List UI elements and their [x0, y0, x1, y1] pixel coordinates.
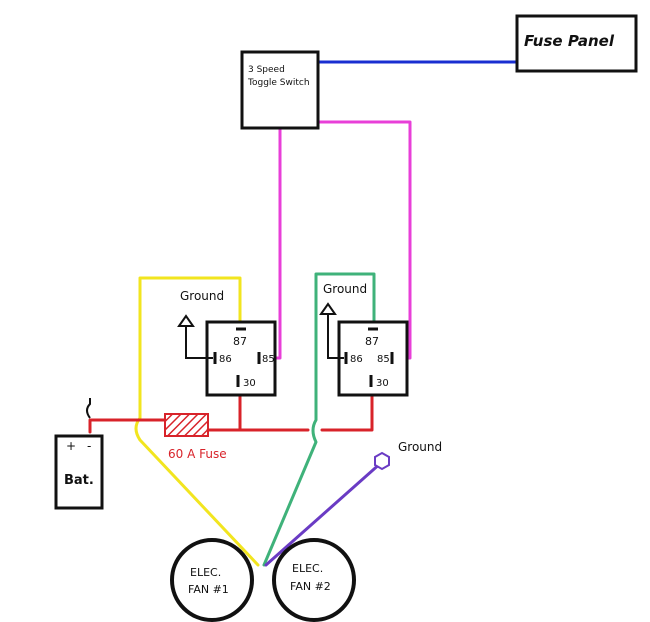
fuse-label: 60 A Fuse [168, 447, 227, 461]
fan-ground-terminal-icon [374, 451, 390, 471]
fan-2: ELEC. FAN #2 [272, 538, 356, 622]
fan-2-circle [272, 538, 356, 622]
relay-right: 87 86 85 30 Ground [319, 282, 409, 397]
relay-left-87-label: 87 [233, 335, 247, 348]
fan-2-line1: ELEC. [292, 562, 323, 575]
relay-right-ground-label: Ground [323, 282, 367, 296]
relay-right-86-label: 86 [350, 354, 363, 365]
relay-right-85-label: 85 [377, 354, 390, 365]
relay-left-ground-arrow-icon [177, 314, 195, 327]
battery-box [54, 434, 104, 510]
relay-left-ground-label: Ground [180, 289, 224, 303]
fuse-panel: Fuse Panel [515, 14, 638, 73]
battery-minus: - [87, 439, 91, 453]
wire-red-battery-feed [88, 418, 167, 434]
wire-yellow-left-relay-to-fan1 [134, 276, 260, 567]
wire-purple-fan-ground [264, 460, 384, 567]
toggle-switch-line1: 3 Speed [248, 65, 285, 75]
wire-red-fuse-to-relays [206, 393, 374, 432]
relay-right-ground-arrow-icon [319, 302, 337, 315]
fan-2-line2: FAN #2 [290, 580, 331, 593]
fuse-60a: 60 A Fuse [164, 413, 227, 461]
relay-left: 87 86 85 30 Ground [177, 289, 277, 397]
fuse-body [164, 413, 209, 437]
battery-label: Bat. [64, 473, 94, 488]
fuse-panel-box [515, 14, 638, 73]
relay-right-ground-wire [327, 312, 344, 359]
relay-left-ground-wire [185, 324, 213, 359]
battery: + - Bat. [54, 398, 104, 510]
relay-right-87-label: 87 [365, 335, 379, 348]
fan-1-line1: ELEC. [190, 566, 221, 579]
fuse-panel-label: Fuse Panel [524, 32, 615, 50]
fan-ground: Ground [374, 440, 442, 471]
battery-plus: + [66, 439, 76, 453]
wire-green-right-relay-to-fan2 [262, 272, 376, 567]
relay-left-86-label: 86 [219, 354, 232, 365]
fan-ground-label: Ground [398, 440, 442, 454]
toggle-switch-line2: Toggle Switch [247, 78, 310, 88]
fan-1-line2: FAN #1 [188, 583, 229, 596]
toggle-switch: 3 Speed Toggle Switch [240, 50, 320, 130]
toggle-switch-box [240, 50, 320, 130]
battery-cable-hook [86, 398, 91, 419]
relay-left-85-label: 85 [262, 354, 275, 365]
relay-right-30-label: 30 [376, 378, 389, 389]
relay-left-30-label: 30 [243, 378, 256, 389]
fan-1-circle [170, 538, 254, 622]
fan-1: ELEC. FAN #1 [170, 538, 254, 622]
